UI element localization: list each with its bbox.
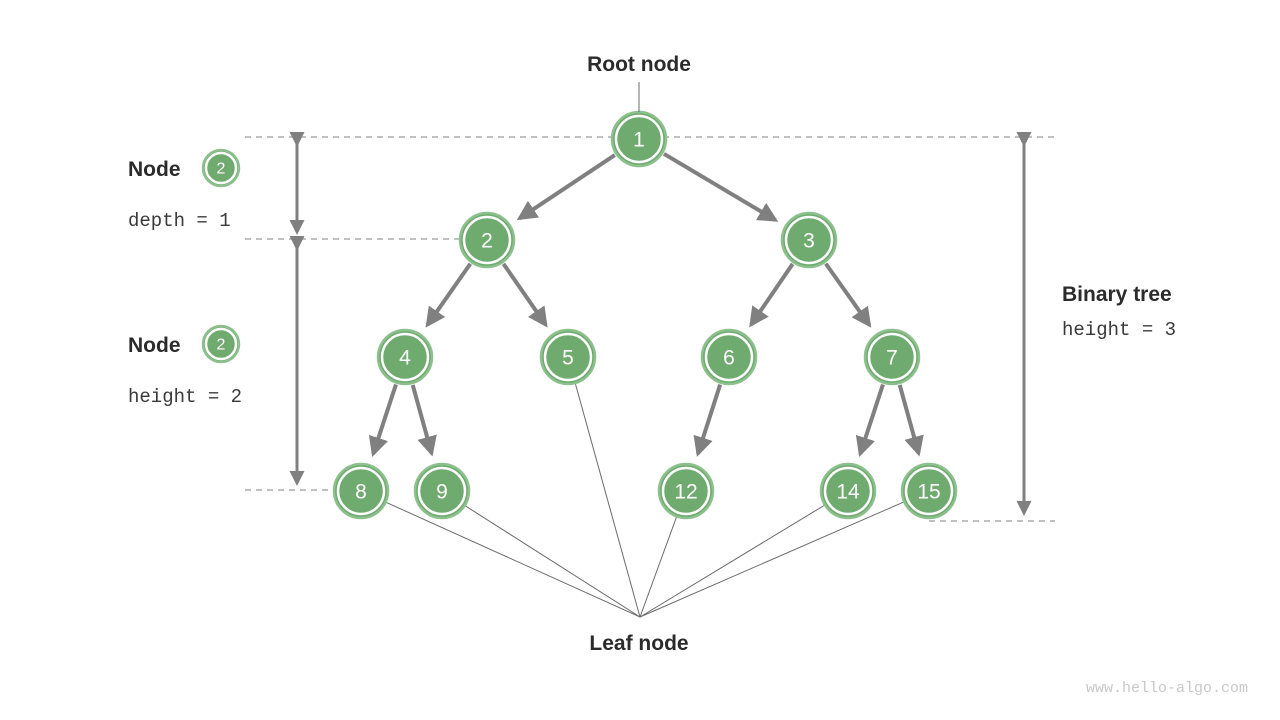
node-inner-ring (904, 466, 954, 516)
node-value: 8 (355, 481, 367, 504)
tree-node-12[interactable]: 12 (657, 462, 715, 520)
leaf-leader-n15 (639, 501, 904, 618)
node-inner-ring (661, 466, 711, 516)
node-value: 6 (723, 347, 735, 370)
node-depth-badge-value: 2 (217, 161, 226, 178)
node-circle (700, 328, 758, 386)
node-value: 15 (917, 481, 940, 504)
tree-edge-n7-n14 (855, 383, 885, 457)
root-node-callout: Root node (587, 53, 691, 112)
node-value: 3 (803, 230, 815, 253)
tree-node-6[interactable]: 6 (700, 328, 758, 386)
node-depth-badge-circle (201, 148, 241, 188)
tree-edge-n1-n3 (662, 152, 779, 222)
node-height-badge-circle (201, 324, 241, 364)
tree-edge-n1-n2 (516, 153, 616, 221)
leaf-leader-n14 (639, 505, 825, 618)
node-circle (863, 328, 921, 386)
node-inner-ring (614, 114, 664, 164)
node-circle (657, 462, 715, 520)
node-depth-heading: Node (128, 158, 181, 181)
node-inner-ring (704, 332, 754, 382)
tree-edge-n4-n8 (368, 383, 398, 457)
tree-node-4[interactable]: 4 (376, 328, 434, 386)
node-height-heading: Node (128, 334, 181, 357)
node-height-detail: height = 2 (128, 386, 242, 408)
node-circle (332, 462, 390, 520)
node-circle (458, 211, 516, 269)
node-inner-ring (380, 332, 430, 382)
tree-node-2[interactable]: 2 (458, 211, 516, 269)
watermark: www.hello-algo.com (1086, 680, 1248, 697)
tree-edge-n2-n5 (501, 262, 548, 328)
node-value: 7 (886, 347, 898, 370)
node-height-badge-value: 2 (217, 337, 226, 354)
node-circle (539, 328, 597, 386)
tree-height-detail: height = 3 (1062, 319, 1176, 341)
node-value: 1 (633, 129, 645, 152)
node-value: 4 (399, 347, 411, 370)
node-value: 14 (836, 481, 860, 504)
tree-node-5[interactable]: 5 (539, 328, 597, 386)
node-inner-ring (336, 466, 386, 516)
tree-node-7[interactable]: 7 (863, 328, 921, 386)
node-circle (780, 211, 838, 269)
tree-node-1[interactable]: 1 (610, 110, 668, 168)
node-inner-ring (462, 215, 512, 265)
leaf-leader-lines (386, 383, 904, 618)
leaf-node-callout: Leaf node (589, 632, 688, 655)
node-circle (376, 328, 434, 386)
annotation-tree-height: Binary tree height = 3 (1062, 283, 1176, 341)
leaf-leader-n9 (465, 505, 641, 618)
node-inner-ring (823, 466, 873, 516)
leaf-leader-n12 (639, 517, 677, 618)
node-value: 5 (562, 347, 574, 370)
node-inner-ring (417, 466, 467, 516)
tree-edge-n3-n6 (749, 262, 795, 328)
tree-node-8[interactable]: 8 (332, 462, 390, 520)
tree-height-heading: Binary tree (1062, 283, 1172, 306)
node-value: 2 (481, 230, 493, 253)
tree-edges (368, 152, 924, 457)
tree-node-3[interactable]: 3 (780, 211, 838, 269)
node-circle (819, 462, 877, 520)
tree-edge-n4-n9 (410, 384, 437, 457)
node-circle (900, 462, 958, 520)
tree-node-15[interactable]: 15 (900, 462, 958, 520)
node-value: 12 (674, 481, 697, 504)
dimension-lines (289, 132, 1032, 516)
node-circle (413, 462, 471, 520)
annotation-node-height: Node 2 height = 2 (128, 324, 242, 408)
leaf-node-label: Leaf node (589, 632, 688, 655)
tree-edge-n6-n12 (693, 384, 723, 457)
node-depth-detail: depth = 1 (128, 210, 231, 232)
node-height-badge-ring (204, 327, 238, 361)
node-inner-ring (543, 332, 593, 382)
tree-edge-n7-n15 (897, 384, 924, 457)
node-inner-ring (867, 332, 917, 382)
tree-edge-n2-n4 (425, 262, 472, 328)
dashed-guide-lines (245, 136, 1055, 522)
node-value: 9 (436, 481, 448, 504)
tree-node-14[interactable]: 14 (819, 462, 877, 520)
leaf-leader-n8 (386, 502, 641, 618)
leaf-leader-n5 (574, 383, 641, 618)
root-node-label: Root node (587, 53, 691, 76)
node-depth-badge-ring (204, 151, 238, 185)
tree-node-9[interactable]: 9 (413, 462, 471, 520)
annotation-node-depth: Node 2 depth = 1 (128, 148, 241, 232)
tree-edge-n3-n7 (824, 262, 872, 328)
node-inner-ring (784, 215, 834, 265)
